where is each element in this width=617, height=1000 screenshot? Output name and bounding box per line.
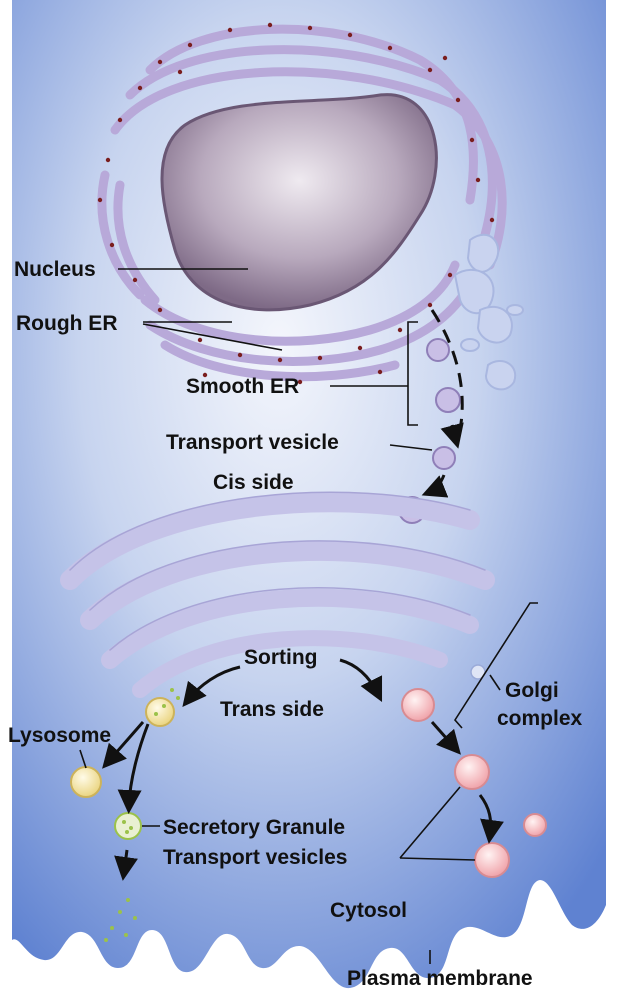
- rough-er-label: Rough ER: [16, 312, 117, 335]
- rough-er-leader-lower: [142, 323, 283, 351]
- pink-vesicle-small: [523, 813, 547, 837]
- smooth-er-label: Smooth ER: [186, 375, 299, 398]
- arrow-to-cis-golgi: [421, 474, 449, 498]
- golgi-cisternae-outline: [69, 491, 486, 651]
- secretory-granule-organelle: [114, 812, 142, 840]
- golgi-cisternae: [60, 492, 495, 698]
- trans-golgi-vesicle-left: [145, 697, 175, 727]
- transport-vesicles-label: Transport vesicles: [163, 846, 347, 869]
- sorting-label: Sorting: [244, 646, 318, 669]
- golgi-leader: [489, 674, 501, 691]
- pink-vesicle-lower: [474, 842, 510, 878]
- arrow-to-lysosome: [102, 721, 145, 769]
- golgi-bracket: [454, 602, 538, 729]
- lysosome-organelle: [70, 766, 102, 798]
- secretory-granule-label: Secretory Granule: [163, 816, 345, 839]
- exocytosed-granules: [104, 898, 137, 942]
- smooth-er-bracket: [407, 321, 418, 426]
- transport-vesicle-leader: [389, 444, 433, 451]
- cytosol-label: Cytosol: [330, 899, 407, 922]
- smooth-er: [453, 233, 524, 391]
- nucleus: [160, 93, 438, 312]
- transport-vesicles-leader-lower: [399, 857, 476, 861]
- sorting-arrow-left: [182, 665, 241, 708]
- plasma-membrane-label: Plasma membrane: [347, 967, 533, 990]
- trans-side-label: Trans side: [220, 698, 324, 721]
- trans-golgi-vesicle-right: [401, 688, 435, 722]
- sorting-arrow-right: [339, 658, 383, 703]
- arrow-exocytosis: [114, 849, 138, 881]
- golgi-label-line2: complex: [497, 707, 583, 730]
- transport-vesicles-leader-upper: [399, 786, 461, 859]
- arrow-to-secretory-granule: [117, 723, 150, 814]
- pink-vesicle-upper: [454, 754, 490, 790]
- arrow-to-transport-vesicles: [430, 721, 461, 755]
- golgi-label-line1: Golgi: [505, 679, 559, 702]
- cis-side-label: Cis side: [213, 471, 294, 494]
- ribosomes: [97, 22, 498, 385]
- transport-vesicle-label: Transport vesicle: [166, 431, 339, 454]
- lysosome-label: Lysosome: [8, 724, 111, 747]
- arrow-to-transport-vesicle: [440, 422, 464, 449]
- nucleus-label: Nucleus: [14, 258, 96, 281]
- lysosome-leader: [79, 749, 87, 769]
- secretory-granule-contents: [122, 688, 180, 834]
- arrow-vesicle-to-vesicle: [478, 794, 504, 844]
